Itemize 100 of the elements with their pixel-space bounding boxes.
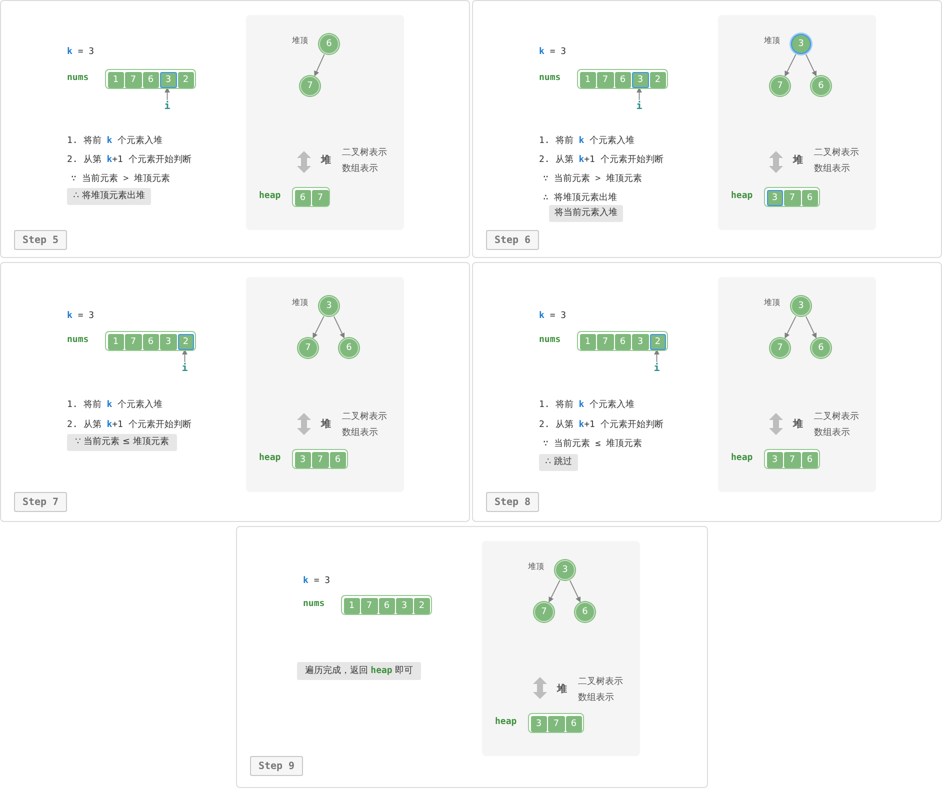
heap-panel [246,15,404,230]
step-tag: Step 8 [486,492,539,512]
array-cell: 7 [125,334,142,350]
step-card [236,526,708,788]
array-label: nums [303,599,325,609]
array-cell: 7 [597,334,614,350]
array-strip [577,69,668,89]
pointer-label: i [634,101,644,113]
array-strip [577,331,668,351]
variable-label: k = 3 [539,46,566,58]
step-text: ∵ 当前元素 > 堆顶元素 [71,173,170,185]
step-text: 1. 将前 k 个元素入堆 [67,135,163,147]
arrow [806,316,817,338]
array-cell: 7 [361,598,378,614]
array-label: nums [67,73,89,83]
array-cell: 1 [580,334,596,350]
variable-label: k = 3 [539,310,566,322]
array-strip [292,449,348,469]
step-card [0,0,470,258]
heap-label: 堆 [793,419,803,431]
array-cell: 1 [344,598,360,614]
arrow [314,54,325,76]
step-text: 1. 将前 k 个元素入堆 [539,399,635,411]
array-cell: 6 [142,72,159,88]
array-cell: 3 [530,716,547,732]
representation-label: 数组表示 [814,163,850,175]
arrow [654,349,660,362]
array-cell: 3 [632,334,648,350]
array-label: nums [67,335,89,345]
note-box: ∴ 跳过 [539,454,578,471]
array-cell: 6 [802,452,818,468]
array-cell: 7 [312,452,328,468]
array-strip [105,69,196,89]
array-cell: 1 [580,72,596,88]
tree-node-circle: 6 [339,338,359,358]
heap-panel [718,277,876,492]
array-cell: 6 [614,334,631,350]
arrow [548,580,560,603]
array-cell: 2 [650,334,666,350]
tree-label: 堆顶 [764,35,780,46]
note-box: 将当前元素入堆 [549,205,623,222]
array-cell: 7 [784,452,800,468]
array-cell: 6 [802,190,818,206]
step-text: ∵ 当前元素 ≤ 堆顶元素 [543,438,642,450]
tree-label: 堆顶 [292,297,308,308]
arrow [182,349,188,362]
step-card [0,262,470,522]
step-text: 2. 从第 k+1 个元素开始判断 [67,419,192,431]
array-strip [764,187,820,207]
tree-node-circle: 3 [791,296,811,316]
representation-label: 数组表示 [578,692,614,704]
step-card [472,0,942,258]
heap-label: 堆 [793,155,803,167]
tree-node-circle: 6 [575,602,595,622]
step-tag: Step 7 [14,492,67,512]
array-cell: 3 [160,334,176,350]
arrow [570,580,581,602]
tree-node-circle: 6 [811,76,831,96]
heap-panel [482,541,640,756]
step-text: 1. 将前 k 个元素入堆 [539,135,635,147]
array-label: heap [259,453,281,463]
tree-node-circle: 3 [319,296,339,316]
representation-label: 二叉树表示 [342,411,387,423]
step-text: 2. 从第 k+1 个元素开始判断 [67,154,192,166]
array-label: nums [539,335,561,345]
representation-label: 二叉树表示 [814,147,859,159]
step-text: 2. 从第 k+1 个元素开始判断 [539,154,664,166]
note-box: 遍历完成，返回 heap 即可 [297,662,421,680]
array-cell: 2 [650,72,666,88]
step-text: ∵ 当前元素 > 堆顶元素 [543,173,642,185]
array-cell: 6 [294,190,311,206]
step-tag: Step 6 [486,230,539,250]
array-cell: 6 [614,72,631,88]
arrow [806,54,817,76]
array-cell: 7 [312,190,328,206]
tree-node-circle: 6 [811,338,831,358]
heap-label: 堆 [321,155,331,167]
array-cell: 3 [294,452,311,468]
array-strip [528,713,584,733]
variable-label: k = 3 [303,575,330,587]
representation-label: 二叉树表示 [578,676,623,688]
tree-label: 堆顶 [764,297,780,308]
step-text: 1. 将前 k 个元素入堆 [67,399,163,411]
array-label: heap [495,717,517,727]
array-cell: 2 [178,72,194,88]
tree-node-circle: 3 [555,560,575,580]
array-cell: 6 [330,452,346,468]
array-label: heap [731,453,753,463]
array-cell: 6 [566,716,582,732]
array-cell: 7 [548,716,564,732]
variable-label: k = 3 [67,310,94,322]
heap-label: 堆 [557,684,567,696]
tree-node-circle: 7 [534,602,554,622]
array-cell: 1 [108,334,124,350]
heap-panel [718,15,876,230]
array-cell: 3 [766,452,783,468]
arrow [164,87,170,100]
arrow [784,54,796,77]
representation-label: 数组表示 [342,427,378,439]
array-strip [341,595,432,615]
